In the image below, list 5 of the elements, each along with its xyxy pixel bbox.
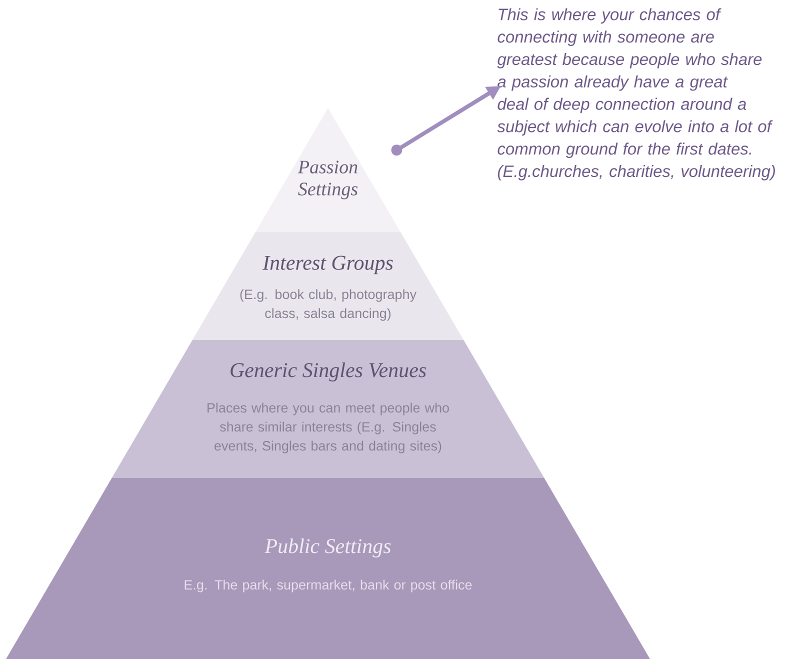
pyramid-tier: Passion Settings [256, 108, 400, 232]
pyramid-tier: Generic Singles Venues Places where you can meet people who share similar interests (E.g. Singles events, Singles bars and dating sites) [112, 340, 544, 478]
pyramid-tier: Interest Groups (E.g. book club, photography class, salsa dancing) [192, 232, 464, 340]
pyramid-tier: Public Settings E.g. The park, supermarket, bank or post office [6, 478, 650, 659]
callout-text: This is where your chances of connecting with someone are greatest because people who share a passion already have a great deal of deep connection around a subject which can evolve into a lot of common ground for the first dates. (E.g.churches, charities, volunteering) [497, 8, 775, 180]
